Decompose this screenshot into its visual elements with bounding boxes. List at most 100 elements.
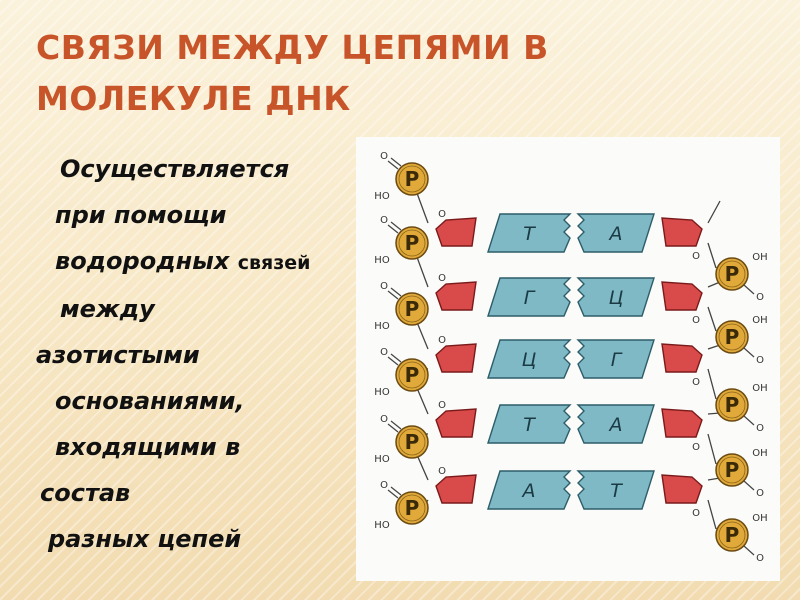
phosphate-label: P [405,363,420,387]
hydroxyl-label: OH [752,252,767,263]
base-letter: Ц [522,349,537,371]
slide-title: СВЯЗИ МЕЖДУ ЦЕПЯМИ В МОЛЕКУЛЕ ДНК [36,22,596,124]
left-phosphate-1: P [387,157,429,196]
base-right-1: А [576,213,655,253]
hydroxyl-label: OH [752,513,767,524]
base-letter: А [608,414,623,436]
oxygen-label: O [756,553,764,564]
oxygen-label: O [756,355,764,366]
base-right-3: Г [576,339,655,379]
base-shape [487,470,572,510]
body-line-3-b: связей [237,252,311,274]
double-bond-line [390,287,402,297]
base-shape [576,470,655,510]
phosphate-ring [718,521,746,549]
base-letter: А [608,223,623,245]
double-bond-line [390,157,402,167]
base-right-2: Ц [576,277,655,317]
body-line-7: входящими в [55,433,241,461]
right-phosphate-4: P [715,453,755,491]
double-bond-line [390,486,402,496]
double-bond-line [387,489,399,499]
phosphate-ring [718,260,746,288]
hydroxyl-label: HO [374,255,390,266]
oxygen-label: O [756,488,764,499]
double-bond-line [390,353,402,363]
base-shape [576,404,655,444]
double-bond-line [743,415,755,426]
phosphate-circle [395,358,429,392]
body-line-3: водородных связей [0,238,370,286]
left-sugar-2 [435,281,477,311]
double-bond-line [743,284,755,295]
left-phosphate-2: P [387,221,429,260]
oxygen-label: O [380,414,388,425]
hydroxyl-label: HO [374,321,390,332]
base-letter: Т [523,414,536,436]
phosphate-circle [715,257,749,291]
right-phosphate-2: P [715,320,755,358]
right-sugar-3 [661,343,703,373]
left-sugar-4 [435,408,477,438]
body-line-3-a: водородных [55,247,230,275]
phosphate-label: P [725,262,740,286]
oxygen-label: O [692,442,700,453]
base-shape [576,213,655,253]
body-line-6: основаниями, [55,387,245,415]
oxygen-label: O [692,315,700,326]
oxygen-label: O [756,423,764,434]
double-bond-line [743,347,755,358]
base-shape [576,277,655,317]
oxygen-label: O [438,273,446,284]
base-left-3: Ц [487,339,572,379]
phosphate-ring [398,165,426,193]
left-phosphate-4: P [387,353,429,392]
hydroxyl-label: HO [374,387,390,398]
base-shape [487,213,572,253]
base-left-2: Г [487,277,572,317]
right-sugar-5 [661,474,703,504]
phosphate-circle [395,226,429,260]
oxygen-label: O [380,151,388,162]
base-letter: Т [610,480,623,502]
double-bond-line [390,420,402,430]
base-right-4: А [576,404,655,444]
backbone-segment [707,368,717,400]
hydroxyl-label: OH [752,448,767,459]
left-sugar-5 [435,474,477,504]
double-bond-line [387,356,399,366]
phosphate-label: P [405,167,420,191]
double-bond-line [387,160,399,170]
left-phosphate-6: P [387,486,429,525]
right-phosphate-5: P [715,518,755,556]
phosphate-label: P [405,297,420,321]
phosphate-label: P [725,523,740,547]
phosphate-ring [398,295,426,323]
phosphate-ring [718,323,746,351]
oxygen-label: O [438,209,446,220]
phosphate-label: P [405,231,420,255]
oxygen-label: O [438,335,446,346]
body-line-1: Осуществляется [60,155,290,183]
phosphate-circle [715,320,749,354]
left-phosphate-3: P [387,287,429,326]
oxygen-label: O [380,281,388,292]
oxygen-label: O [380,480,388,491]
base-left-5: А [487,470,572,510]
oxygen-label: O [692,508,700,519]
hydroxyl-label: OH [752,383,767,394]
phosphate-ring [718,456,746,484]
phosphate-label: P [405,430,420,454]
oxygen-label: O [692,377,700,388]
phosphate-label: P [725,458,740,482]
backbone-segment [707,499,717,530]
left-phosphate-5: P [387,420,429,459]
double-bond-line [743,545,755,556]
base-letter: Ц [609,287,624,309]
body-line-8: состав [40,479,131,507]
oxygen-label: O [692,251,700,262]
left-sugar-1 [435,217,477,247]
phosphate-label: P [405,496,420,520]
base-letter: А [521,480,536,502]
